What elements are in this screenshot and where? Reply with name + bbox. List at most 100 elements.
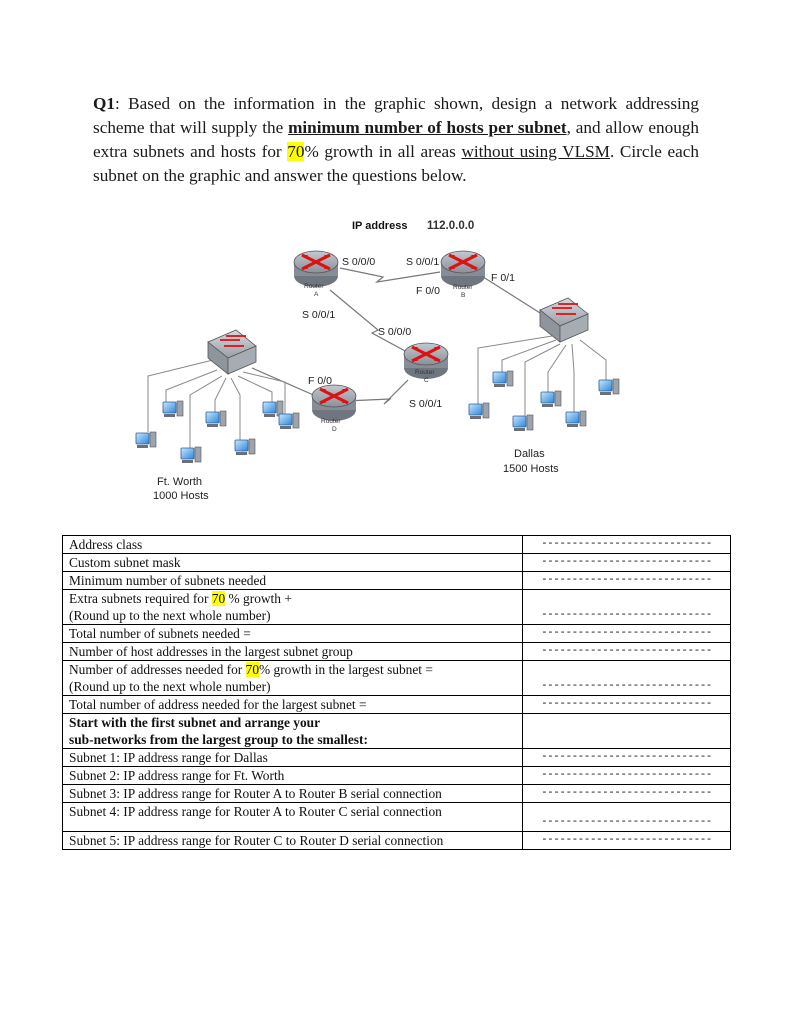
question-part: . Circle each subnet on the graphic and … xyxy=(93,142,699,185)
table-row: Subnet 2: IP address range for Ft. Worth… xyxy=(62,766,731,785)
link-c-d xyxy=(344,379,409,405)
pc-icon xyxy=(180,446,202,464)
answer-blank[interactable]: ---------------------------- xyxy=(522,589,731,625)
answer-blank[interactable]: ---------------------------- xyxy=(522,660,731,696)
pc-icon xyxy=(205,410,227,428)
answer-blank[interactable]: ---------------------------- xyxy=(522,766,731,785)
row-label: Number of host addresses in the largest … xyxy=(62,642,523,661)
dallas-hosts: 1500 Hosts xyxy=(503,463,559,475)
question-text: Q1: Based on the information in the grap… xyxy=(93,92,699,188)
table-row: Subnet 3: IP address range for Router A … xyxy=(62,784,731,803)
router-d-f00-label: F 0/0 xyxy=(308,375,332,387)
table-row: Subnet 5: IP address range for Router C … xyxy=(62,831,731,850)
ftworth-host-pcs xyxy=(135,400,300,464)
answer-blank[interactable]: ---------------------------- xyxy=(522,748,731,767)
ip-address-value: 112.0.0.0 xyxy=(427,220,474,232)
table-row: Number of addresses needed for 70% growt… xyxy=(62,660,731,696)
answer-blank[interactable]: ---------------------------- xyxy=(522,802,731,832)
answer-blank[interactable]: ---------------------------- xyxy=(522,535,731,554)
router-a-s001-label: S 0/0/1 xyxy=(302,309,335,321)
table-row: Start with the first subnet and arrange … xyxy=(62,713,731,749)
row-label-part: (Round up to the next whole number) xyxy=(69,608,271,623)
router-b-f01-label: F 0/1 xyxy=(491,272,515,284)
table-row: Number of host addresses in the largest … xyxy=(62,642,731,661)
pc-icon xyxy=(492,370,514,388)
router-b-icon xyxy=(439,249,487,289)
pc-icon xyxy=(468,402,490,420)
pc-icon xyxy=(512,414,534,432)
link-a-b xyxy=(339,267,441,283)
router-b-id: B xyxy=(461,292,465,299)
growth-highlight: 70 xyxy=(211,591,226,606)
row-label: Total number of subnets needed = xyxy=(62,624,523,643)
row-label-part: % growth in the largest subnet = xyxy=(259,662,433,677)
row-label: Number of addresses needed for 70% growt… xyxy=(62,660,523,696)
row-label: Subnet 5: IP address range for Router C … xyxy=(62,831,523,850)
row-label: Subnet 4: IP address range for Router A … xyxy=(62,802,523,832)
table-row: Extra subnets required for 70 % growth +… xyxy=(62,589,731,625)
question-part: , and allow enough extra subnets and hos… xyxy=(93,118,699,161)
router-b-f00-label: F 0/0 xyxy=(416,285,440,297)
link-a-c xyxy=(329,289,408,353)
router-d-id: D xyxy=(332,426,337,433)
answer-blank[interactable]: ---------------------------- xyxy=(522,695,731,714)
router-d-icon xyxy=(310,383,358,423)
row-label: Minimum number of subnets needed xyxy=(62,571,523,590)
pc-icon xyxy=(598,378,620,396)
answer-blank[interactable]: ---------------------------- xyxy=(522,831,731,850)
table-row: Total number of address needed for the l… xyxy=(62,695,731,714)
router-c-s001-label: S 0/0/1 xyxy=(409,398,442,410)
row-label: Subnet 1: IP address range for Dallas xyxy=(62,748,523,767)
growth-highlight: 70 xyxy=(245,662,260,677)
row-label: Total number of address needed for the l… xyxy=(62,695,523,714)
table-row: Subnet 4: IP address range for Router A … xyxy=(62,802,731,832)
ftworth-hosts: 1000 Hosts xyxy=(153,490,209,502)
row-label: Custom subnet mask xyxy=(62,553,523,572)
router-c-name: Router xyxy=(415,369,435,376)
row-label: Subnet 3: IP address range for Router A … xyxy=(62,784,523,803)
row-label-part: (Round up to the next whole number) xyxy=(69,679,271,694)
row-label: Start with the first subnet and arrange … xyxy=(62,713,523,749)
row-label-part: sub-networks from the largest group to t… xyxy=(69,732,368,747)
row-label: Extra subnets required for 70 % growth +… xyxy=(62,589,523,625)
router-a-id: A xyxy=(314,291,319,298)
ftworth-name: Ft. Worth xyxy=(157,476,202,488)
table-row: Address class --------------------------… xyxy=(62,535,731,554)
network-diagram: IP address 112.0.0.0 Router A Router B R… xyxy=(135,220,620,502)
table-row: Minimum number of subnets needed -------… xyxy=(62,571,731,590)
table-row: Custom subnet mask ---------------------… xyxy=(62,553,731,572)
row-label-part: Extra subnets required for xyxy=(69,591,212,606)
dallas-host-pcs xyxy=(468,370,620,432)
pc-icon xyxy=(278,412,300,430)
row-label: Subnet 2: IP address range for Ft. Worth xyxy=(62,766,523,785)
answer-blank[interactable]: ---------------------------- xyxy=(522,642,731,661)
answer-empty xyxy=(522,713,731,749)
router-a-icon xyxy=(292,249,340,289)
switch-dallas-icon xyxy=(539,297,589,343)
router-a-s000-label: S 0/0/0 xyxy=(342,256,375,268)
without-vlsm: without using VLSM xyxy=(461,142,610,161)
question-emphasis: minimum number of hosts per subnet xyxy=(288,118,567,137)
answer-blank[interactable]: ---------------------------- xyxy=(522,784,731,803)
router-b-name: Router xyxy=(453,284,473,291)
pc-icon xyxy=(540,390,562,408)
pc-icon xyxy=(234,438,256,456)
addressing-table: Address class --------------------------… xyxy=(62,535,731,850)
router-d-name: Router xyxy=(321,418,341,425)
table-row: Subnet 1: IP address range for Dallas --… xyxy=(62,748,731,767)
router-c-id: C xyxy=(424,377,429,384)
question-part: : Based on the information in the graphi… xyxy=(93,94,699,137)
row-label-part: Start with the first subnet and arrange … xyxy=(69,715,321,730)
growth-highlight: 70 xyxy=(287,142,305,161)
answer-blank[interactable]: ---------------------------- xyxy=(522,624,731,643)
pc-icon xyxy=(135,431,157,449)
pc-icon xyxy=(565,410,587,428)
table-row: Total number of subnets needed = -------… xyxy=(62,624,731,643)
answer-blank[interactable]: ---------------------------- xyxy=(522,571,731,590)
router-a-name: Router xyxy=(304,283,324,290)
answer-blank[interactable]: ---------------------------- xyxy=(522,553,731,572)
question-part: % growth in all areas xyxy=(304,142,462,161)
switch-ftworth-icon xyxy=(207,329,257,375)
router-c-s000-label: S 0/0/0 xyxy=(378,326,411,338)
router-b-s001-label: S 0/0/1 xyxy=(406,256,439,268)
